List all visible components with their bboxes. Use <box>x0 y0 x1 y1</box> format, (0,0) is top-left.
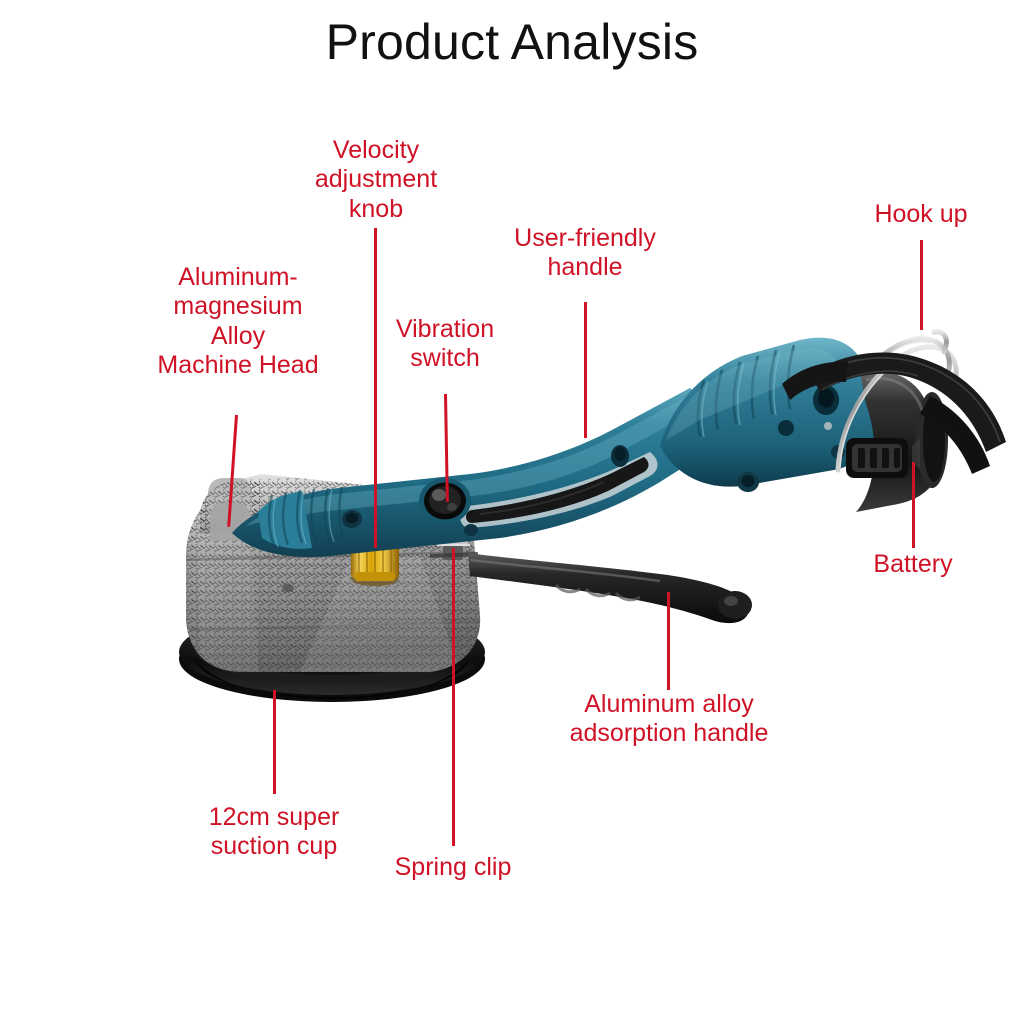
callout-12cm-super-suction-cup: 12cm super suction cup <box>208 803 340 861</box>
callout-hook-up: Hook up <box>874 200 968 228</box>
leader-line-user-friendly-handle <box>584 302 587 438</box>
callout-battery: Battery <box>873 550 953 578</box>
leader-line-vibration-switch <box>444 393 449 503</box>
fabric-strap-part <box>782 352 1006 474</box>
leader-line-hook-up <box>920 240 923 330</box>
callout-vibration-switch: Vibration switch <box>395 315 495 373</box>
callout-aluminum-alloy-adsorption-handle: Aluminum alloy adsorption handle <box>569 690 769 748</box>
leader-line-battery <box>912 462 915 548</box>
rubber-grip-pad <box>459 452 658 528</box>
machine-head-part <box>186 474 481 672</box>
leader-line-aluminum-alloy-adsorption-handle <box>667 592 670 690</box>
leader-line-aluminum-magnesium-alloy-machine-head <box>227 414 238 527</box>
callout-velocity-adjustment-knob: Velocity adjustment knob <box>314 136 438 223</box>
suction-cup-part <box>179 609 485 702</box>
callout-spring-clip: Spring clip <box>394 853 512 881</box>
leader-line-12cm-super-suction-cup <box>273 690 276 794</box>
callout-user-friendly-handle: User-friendly handle <box>514 224 656 282</box>
battery-release-button <box>846 438 908 478</box>
page-title: Product Analysis <box>325 14 699 70</box>
leader-line-velocity-adjustment-knob <box>374 228 377 548</box>
battery-pack-part <box>846 370 948 512</box>
wire-hook-part <box>835 329 959 473</box>
leader-line-spring-clip <box>452 548 455 846</box>
callout-aluminum-magnesium-alloy-machine-head: Aluminum- magnesium Alloy Machine Head <box>157 263 319 379</box>
adsorption-lever-part <box>468 553 752 624</box>
